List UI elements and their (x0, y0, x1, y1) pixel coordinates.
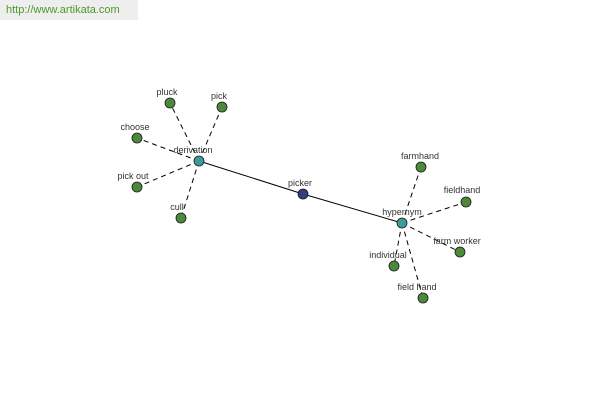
node-dot-choose[interactable] (131, 132, 143, 144)
nodes-layer: picker derivation hypernym pluck pick choose p… (117, 87, 481, 304)
node-dot-pick-out[interactable] (131, 181, 143, 193)
node-farm-worker[interactable]: farm worker (433, 236, 481, 258)
node-field-hand[interactable]: field hand (397, 282, 437, 304)
node-label-picker: picker (288, 178, 312, 188)
edge-hypernym-farmhand (401, 166, 422, 224)
node-dot-pick[interactable] (216, 101, 228, 113)
node-dot-farmhand[interactable] (415, 161, 427, 173)
node-label-field-hand: field hand (397, 282, 436, 292)
node-farmhand[interactable]: farmhand (401, 151, 439, 173)
node-dot-cull[interactable] (175, 212, 187, 224)
node-dot-field-hand[interactable] (417, 292, 429, 304)
edge-derivation-pick_out (136, 160, 200, 188)
node-pick[interactable]: pick (211, 91, 228, 113)
edges-layer (136, 102, 467, 299)
node-label-hypernym: hypernym (382, 207, 422, 217)
node-choose[interactable]: choose (120, 122, 150, 144)
node-label-fieldhand: fieldhand (444, 185, 481, 195)
edge-picker-hypernym (302, 193, 403, 224)
node-cull[interactable]: cull (170, 202, 187, 224)
node-individual[interactable]: individual (369, 250, 407, 272)
edge-derivation-choose (136, 137, 200, 162)
node-pick-out[interactable]: pick out (117, 171, 149, 193)
node-derivation[interactable]: derivation (173, 145, 213, 167)
node-dot-picker[interactable] (297, 188, 309, 200)
edge-derivation-pick (198, 106, 223, 162)
edge-derivation-cull (180, 160, 200, 219)
edge-hypernym-field_hand (401, 222, 424, 299)
node-dot-individual[interactable] (388, 260, 400, 272)
node-label-pick: pick (211, 91, 228, 101)
node-label-pluck: pluck (156, 87, 178, 97)
node-picker[interactable]: picker (288, 178, 312, 200)
edge-hypernym-farm_worker (401, 222, 461, 253)
node-label-individual: individual (369, 250, 407, 260)
node-dot-hypernym[interactable] (396, 217, 408, 229)
node-hypernym[interactable]: hypernym (382, 207, 422, 229)
node-label-pick-out: pick out (117, 171, 149, 181)
site-url[interactable]: http://www.artikata.com (6, 4, 120, 16)
node-dot-pluck[interactable] (164, 97, 176, 109)
node-label-farm-worker: farm worker (433, 236, 481, 246)
node-dot-farm-worker[interactable] (454, 246, 466, 258)
edge-hypernym-individual (393, 222, 403, 267)
edge-derivation-pluck (169, 102, 200, 162)
node-dot-derivation[interactable] (193, 155, 205, 167)
url-banner: http://www.artikata.com (0, 0, 138, 20)
node-label-choose: choose (120, 122, 149, 132)
node-label-cull: cull (170, 202, 184, 212)
node-dot-fieldhand[interactable] (460, 196, 472, 208)
node-pluck[interactable]: pluck (156, 87, 178, 109)
node-label-derivation: derivation (173, 145, 212, 155)
edge-derivation-picker (198, 160, 304, 195)
edge-hypernym-fieldhand (401, 201, 467, 224)
node-label-farmhand: farmhand (401, 151, 439, 161)
node-fieldhand[interactable]: fieldhand (444, 185, 481, 208)
